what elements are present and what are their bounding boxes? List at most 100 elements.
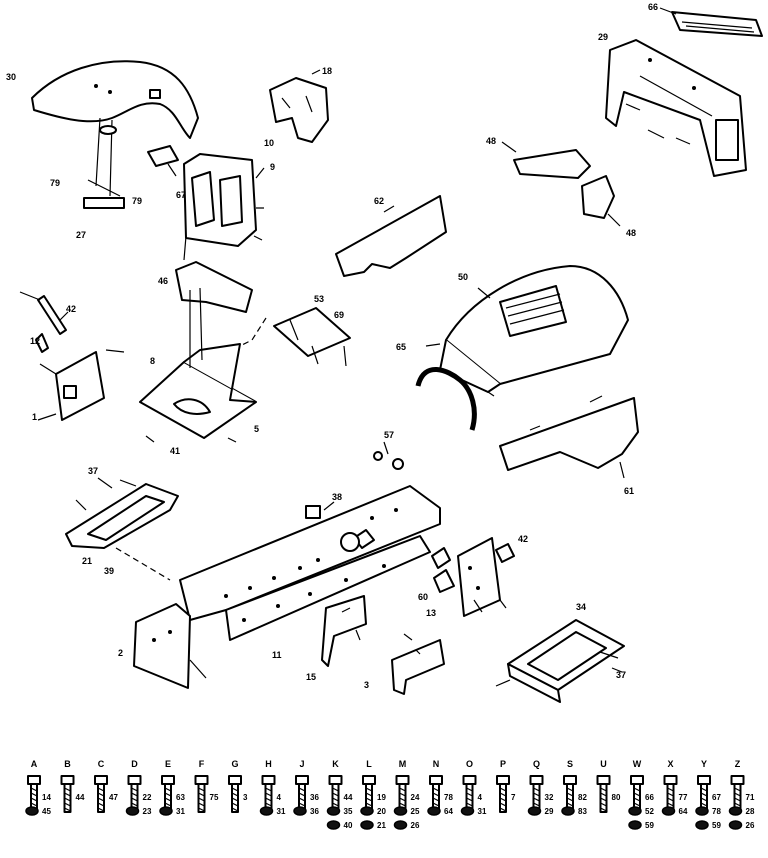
nut-icon — [527, 806, 542, 816]
thread-line — [265, 802, 272, 807]
console-9-part — [183, 153, 265, 247]
thread-line — [30, 802, 38, 807]
bolt-head-icon — [94, 775, 108, 785]
callout-27: 27 — [76, 230, 86, 240]
thread-line — [164, 802, 172, 807]
bracket-48-upper-part — [501, 141, 591, 179]
thread-line — [600, 787, 607, 792]
bolt-head-icon — [462, 775, 477, 785]
thread-line — [466, 802, 473, 807]
callout-46: 46 — [158, 276, 168, 286]
hardware-part-number: 36 — [310, 793, 319, 802]
thread-line — [466, 797, 473, 802]
hardware-part-number: 31 — [478, 807, 487, 816]
nut-icon — [661, 806, 676, 816]
thread-line — [600, 797, 607, 802]
bracket-69-part — [239, 307, 351, 367]
thread-line — [298, 797, 306, 802]
thread-line — [231, 797, 239, 802]
nut-icon — [460, 806, 475, 816]
hardware-part-number: 21 — [377, 821, 386, 830]
hardware-letter: Y — [701, 759, 707, 769]
thread-line — [64, 792, 71, 797]
thread-line — [164, 787, 172, 792]
hardware-part-number: 35 — [344, 807, 353, 816]
thread-line — [97, 802, 105, 807]
nut-icon — [360, 820, 374, 830]
thread-line — [332, 792, 339, 797]
bracket-48-lower-part — [581, 175, 621, 227]
hardware-item-C: C47 — [94, 759, 118, 813]
thread-line — [265, 787, 272, 792]
hardware-part-number: 71 — [746, 793, 755, 802]
bolt-head-icon — [27, 775, 41, 785]
bolt-head-icon — [529, 775, 544, 785]
hardware-part-number: 31 — [176, 807, 185, 816]
thread-line — [432, 787, 440, 792]
bolt-head-icon — [362, 775, 376, 785]
hardware-item-B: B44 — [60, 759, 85, 813]
thread-line — [198, 807, 205, 812]
thread-line — [734, 792, 741, 797]
hardware-letter: P — [500, 759, 506, 769]
nut-icon — [393, 820, 408, 830]
callout-37-left: 37 — [88, 466, 98, 476]
hardware-letter: J — [299, 759, 304, 769]
thread-line — [466, 792, 473, 797]
thread-line — [566, 792, 574, 797]
thread-line — [64, 802, 71, 807]
hardware-part-number: 47 — [109, 793, 118, 802]
mounting-plate-8-part — [139, 287, 257, 443]
hardware-letter: E — [165, 759, 171, 769]
hardware-part-number: 83 — [578, 807, 587, 816]
nut-icon — [628, 806, 642, 816]
callout-30: 30 — [6, 72, 16, 82]
thread-line — [30, 792, 38, 797]
thread-line — [97, 787, 105, 792]
footrest-37-left-part — [65, 477, 179, 581]
callout-66: 66 — [648, 2, 658, 12]
thread-line — [399, 797, 406, 802]
nut-icon — [326, 806, 341, 816]
front-bracket-13-part — [431, 537, 515, 617]
hardware-part-number: 78 — [444, 793, 453, 802]
bolt-head-icon — [730, 775, 745, 785]
hardware-key: A1445B44C47D2223E6331F75G3H431J3636K4435… — [25, 759, 755, 830]
callout-11: 11 — [272, 650, 282, 660]
thread-line — [667, 792, 674, 797]
hardware-part-number: 4 — [277, 793, 282, 802]
bracket-67-part — [147, 145, 179, 177]
thread-line — [265, 797, 272, 802]
hardware-part-number: 63 — [176, 793, 185, 802]
callout-10: 10 — [264, 138, 274, 148]
thread-line — [97, 807, 105, 812]
nut-icon — [561, 806, 575, 816]
callout-1: 1 — [32, 412, 37, 422]
bumper-65-part — [415, 367, 477, 431]
callout-53: 53 — [314, 294, 324, 304]
footrest-37-right-part — [495, 619, 625, 703]
hardware-letter: W — [633, 759, 642, 769]
nut-icon — [427, 806, 441, 816]
thread-line — [231, 802, 239, 807]
nut-icon — [293, 806, 307, 816]
thread-line — [399, 787, 406, 792]
thread-line — [231, 807, 239, 812]
hardware-item-F: F75 — [194, 759, 219, 813]
thread-line — [533, 787, 540, 792]
hardware-item-U: U80 — [596, 759, 621, 813]
callout-9: 9 — [270, 162, 275, 172]
callout-15: 15 — [306, 672, 316, 682]
thread-line — [633, 792, 641, 797]
hardware-part-number: 36 — [310, 807, 319, 816]
bolt-head-icon — [496, 775, 510, 785]
callout-18: 18 — [322, 66, 332, 76]
hardware-item-P: P7 — [496, 759, 516, 813]
callout-79-right: 79 — [132, 196, 142, 206]
hardware-letter: U — [600, 759, 607, 769]
thread-line — [198, 787, 205, 792]
rear-plate-2-part — [133, 603, 207, 689]
thread-line — [298, 787, 306, 792]
thread-line — [700, 787, 708, 792]
